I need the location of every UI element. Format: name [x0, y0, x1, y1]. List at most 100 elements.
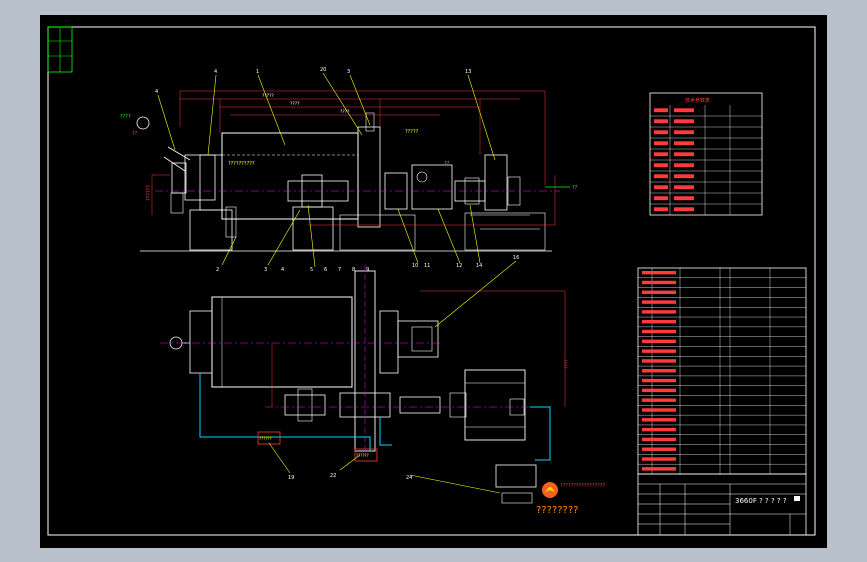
parts-list-table: [637, 267, 807, 475]
svg-text:??????????: ??????????: [228, 161, 255, 167]
table-cell-mark: [642, 270, 656, 275]
balloon-label: 13: [465, 69, 471, 75]
table-cell-mark: [654, 185, 668, 190]
table-cell-mark: [656, 349, 676, 353]
table-cell-mark: [674, 130, 694, 135]
table-cell-mark: [656, 378, 676, 383]
balloon-label: 24: [406, 475, 412, 481]
table-cell-mark: [654, 130, 668, 135]
table-cell-mark: [656, 427, 676, 432]
table-cell-mark: [656, 310, 676, 314]
balloon-label: 2: [216, 267, 219, 273]
balloon-label: 12: [456, 263, 462, 269]
table-cell-mark: [674, 152, 694, 157]
svg-text:?????: ?????: [405, 129, 419, 135]
balloon-label: 22: [330, 473, 336, 479]
table-cell-mark: [642, 349, 656, 353]
table-cell-mark: [642, 427, 656, 432]
parameter-table: 技术参数表: [649, 92, 763, 216]
drawing-border: [47, 26, 816, 536]
table-cell-mark: [656, 339, 676, 344]
drawing-sheet: ????? ???? ???? ?????????? ????? ?????? …: [40, 15, 827, 548]
table-cell-mark: [642, 310, 656, 314]
table-cell-mark: [654, 119, 668, 124]
table-cell-mark: [674, 174, 694, 179]
plan-view-leaders: [268, 260, 517, 494]
table-cell-mark: [654, 207, 668, 212]
table-cell-mark: [656, 398, 676, 402]
balloon-label: 7: [338, 267, 341, 273]
table-cell-mark: [654, 174, 668, 179]
logo-subtitle: ?????????????????: [560, 483, 605, 489]
table-cell-mark: [654, 141, 668, 146]
table-cell-mark: [642, 467, 656, 471]
front-view-leaders: [157, 72, 496, 268]
table-cell-mark: [642, 437, 656, 442]
table-cell-mark: [654, 152, 668, 157]
balloon-label: 11: [424, 263, 430, 269]
company-logo: ????????????????? ????????: [536, 482, 605, 516]
balloon-label: 4: [214, 69, 217, 75]
table-cell-mark: [656, 437, 676, 442]
table-cell-mark: [654, 196, 668, 201]
table-cell-mark: [656, 270, 676, 275]
table-cell-mark: [656, 300, 676, 304]
table-cell-mark: [642, 329, 656, 334]
table-cell-mark: [674, 119, 694, 124]
svg-text:??????: ??????: [259, 436, 272, 441]
svg-text:????: ????: [120, 114, 131, 120]
svg-text:??: ??: [572, 185, 578, 191]
table-cell-mark: [656, 329, 676, 334]
svg-text:?????: ?????: [262, 93, 275, 99]
table-cell-mark: [654, 163, 668, 168]
table-cell-mark: [642, 408, 656, 412]
table-cell-mark: [674, 141, 694, 146]
balloon-label: 5: [310, 267, 313, 273]
svg-text:??: ??: [444, 161, 450, 167]
table-cell-mark: [674, 196, 694, 201]
table-cell-mark: [674, 163, 694, 168]
table-cell-mark: [642, 398, 656, 402]
table-cell-mark: [656, 467, 676, 471]
balloon-label: 20: [320, 67, 326, 73]
table-cell-mark: [642, 418, 656, 422]
balloon-label: 16: [513, 255, 519, 261]
table-cell-mark: [642, 280, 656, 285]
table-cell-mark: [656, 418, 676, 422]
balloon-label: 1: [256, 69, 259, 75]
table-cell-mark: [656, 359, 676, 363]
balloon-label: 6: [324, 267, 327, 273]
table-cell-mark: [656, 457, 676, 461]
balloon-label: 4: [155, 89, 158, 95]
table-cell-mark: [674, 207, 694, 212]
balloon-label: 4: [281, 267, 284, 273]
svg-text:??????: ??????: [146, 185, 152, 201]
balloon-label: 19: [288, 475, 294, 481]
cad-drawing: ????? ???? ???? ?????????? ????? ?????? …: [47, 26, 816, 536]
svg-text:??: ??: [132, 131, 138, 137]
table-cell-mark: [642, 388, 656, 393]
balloon-label: 9: [366, 267, 369, 273]
table-cell-mark: [642, 378, 656, 383]
balloon-label: 14: [476, 263, 482, 269]
table-cell-mark: [654, 108, 668, 113]
svg-text:??????: ??????: [356, 453, 369, 458]
table-cell-mark: [656, 369, 676, 373]
table-cell-mark: [656, 408, 676, 412]
binding-strip: [47, 26, 73, 73]
balloon-label: 8: [352, 267, 355, 273]
table-cell-mark: [642, 290, 656, 294]
table-cell-mark: [656, 290, 676, 294]
balloon-labels-top: 4 4 1 20 3 13 2 3 4 5 6 7 8 9 10 11 12 1…: [155, 67, 482, 273]
parameter-table-header: 技术参数表: [685, 97, 710, 104]
balloon-labels-plan: 16 19 22 24: [288, 255, 519, 481]
table-cell-mark: [656, 280, 676, 285]
svg-text:????: ????: [564, 359, 570, 369]
table-cell-mark: [642, 339, 656, 344]
balloon-label: 3: [347, 69, 350, 75]
table-cell-mark: [642, 359, 656, 363]
balloon-label: 3: [264, 267, 267, 273]
table-cell-mark: [642, 319, 656, 324]
table-cell-mark: [674, 185, 694, 190]
table-cell-mark: [656, 388, 676, 393]
